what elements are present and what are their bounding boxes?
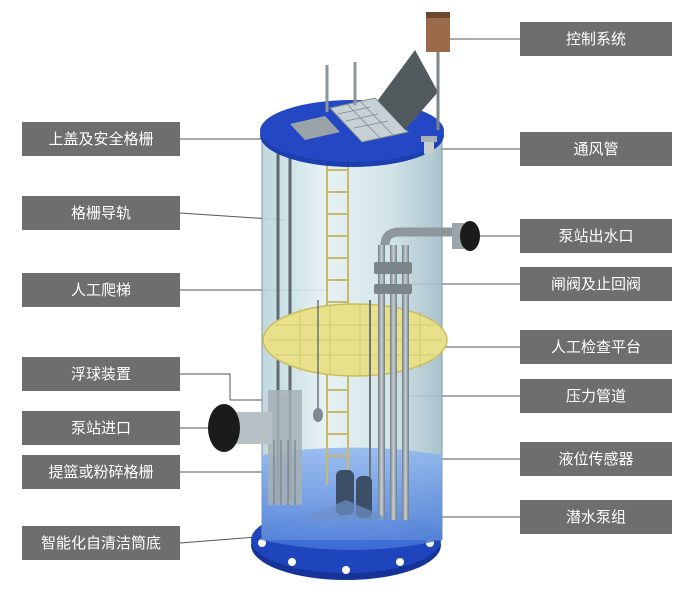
label-pump-station-outlet: 泵站出水口 <box>520 219 672 253</box>
label-basket-or-crusher-grille: 提篮或粉碎格栅 <box>22 455 180 489</box>
open-hatch <box>378 50 438 130</box>
pressure-pipes <box>378 245 409 520</box>
label-float-device: 浮球装置 <box>22 357 180 391</box>
flange-holes <box>258 539 434 574</box>
label-submersible-pump-set: 潜水泵组 <box>520 500 672 534</box>
label-control-system: 控制系统 <box>520 22 672 56</box>
label-vent-pipe: 通风管 <box>520 132 672 166</box>
control-box <box>426 12 450 52</box>
vent-pipe <box>424 140 434 154</box>
label-grille-guide-rail: 格栅导轨 <box>22 196 180 230</box>
label-gate-and-check-valve: 闸阀及止回阀 <box>520 267 672 301</box>
basket-grille <box>268 390 302 505</box>
cleaning-bottom <box>300 500 392 520</box>
inlet-pipe <box>208 404 272 452</box>
outlet-pipe <box>380 227 456 246</box>
valves <box>374 262 412 294</box>
cover-plate <box>290 116 340 140</box>
outlet-flange <box>452 221 480 251</box>
float-ball <box>313 408 323 422</box>
label-level-sensor: 液位传感器 <box>520 442 672 476</box>
label-self-cleaning-bottom: 智能化自清洁筒底 <box>22 526 180 560</box>
label-manual-ladder: 人工爬梯 <box>22 273 180 307</box>
label-pump-station-inlet: 泵站进口 <box>22 411 180 445</box>
lifting-rods <box>325 62 357 112</box>
label-lid-and-safety-grille: 上盖及安全格栅 <box>22 122 180 156</box>
label-inspection-platform: 人工检查平台 <box>520 330 672 364</box>
label-pressure-pipe: 压力管道 <box>520 379 672 413</box>
safety-grille <box>329 97 409 143</box>
